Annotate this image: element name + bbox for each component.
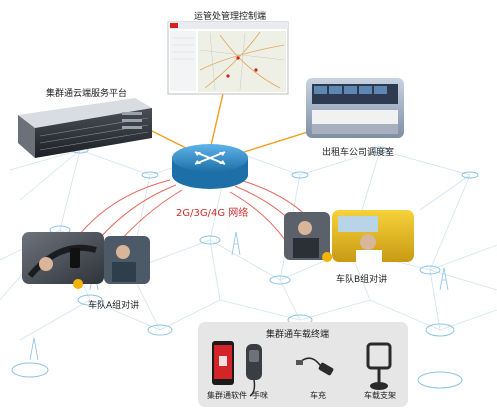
- terminal-group-label: 集群通车载终端: [266, 330, 330, 340]
- team-b-photos: [284, 210, 414, 262]
- router-icon: [172, 144, 248, 189]
- uplinks: [149, 84, 331, 159]
- cloud-server-rack: [18, 98, 152, 158]
- charger-label: 车充: [310, 391, 326, 400]
- mount-label: 车载支架: [364, 391, 396, 400]
- handset-label: 手咪: [252, 391, 268, 400]
- team-b-label: 车队B组对讲: [336, 275, 388, 285]
- team-a-label: 车队A组对讲: [88, 301, 140, 311]
- handset-icon: [246, 344, 262, 397]
- dispatch-room-photo: [306, 78, 404, 138]
- team-a-photos: [22, 232, 150, 284]
- control-terminal-screenshot: [167, 21, 289, 95]
- car-mount-icon: [366, 342, 392, 390]
- cloud-platform-label: 集群通云端服务平台: [46, 89, 128, 99]
- location-pin-icon: [73, 279, 84, 302]
- dispatch-room-label: 出租车公司调度室: [322, 148, 395, 158]
- network-label: 2G/3G/4G 网络: [176, 208, 249, 219]
- car-charger-icon: [296, 357, 334, 376]
- phone-icon: [212, 341, 234, 385]
- location-pin-icon: [322, 252, 333, 275]
- software-label: 集群通软件: [207, 391, 247, 400]
- control-terminal-label: 运管处管理控制端: [194, 12, 267, 22]
